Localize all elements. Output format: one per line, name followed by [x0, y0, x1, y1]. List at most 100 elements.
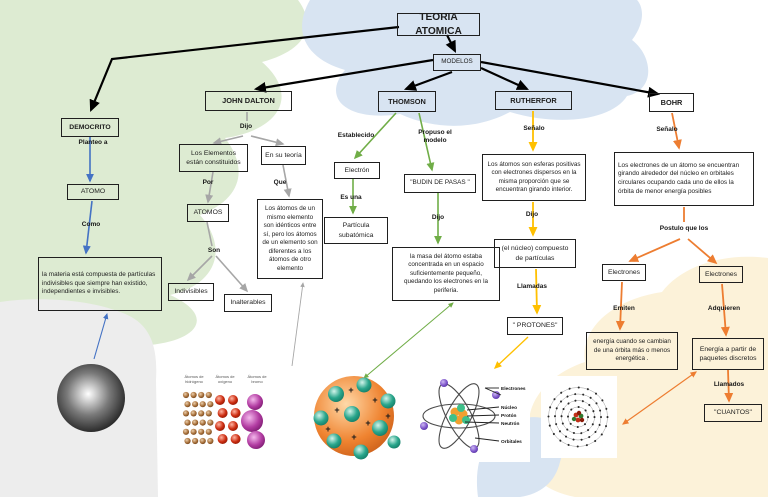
arrow-son-indivisibles [186, 255, 213, 282]
label-establecido: Establecido [337, 132, 375, 139]
arrow-thomsondesc-image [363, 302, 454, 379]
node-atomos: ATOMOS [187, 204, 229, 222]
arrow-protones-image [493, 336, 529, 369]
label-que: Que [273, 179, 287, 186]
label-por: Por [202, 179, 214, 186]
node-electrones-der: Electrones [699, 266, 743, 283]
node-budin-de-pasas: "BUDIN DE PASAS " [404, 174, 476, 193]
node-thomson: THOMSON [378, 91, 436, 112]
svg-text:+: + [385, 411, 390, 421]
node-teoria-atomica: TEORIA ATOMICA [397, 12, 480, 37]
arrow-postulo-electrones-der [687, 238, 718, 265]
label-atomos-oxigeno: Átomos de oxígeno [215, 374, 235, 384]
label-postulo-que-los: Postulo que los [659, 225, 709, 232]
arrow-bohr-desc [671, 112, 682, 150]
label-propuso-modelo: Propuso el modelo [418, 129, 452, 144]
label-son: Son [207, 247, 221, 254]
plus-signs: + + + + + + + [325, 385, 390, 442]
svg-text:+: + [325, 424, 330, 434]
label-atomos-hidrogeno: Átomos de hidrógeno [184, 374, 204, 384]
arrow-nucleo-protones [532, 268, 542, 315]
svg-text:+: + [365, 418, 370, 428]
node-adquieren-desc: Energía a partir de paquetes discretos [692, 338, 764, 370]
node-john-dalton: JOHN DALTON [205, 91, 292, 111]
green-blob [0, 0, 308, 351]
arrow-teoria-desc [282, 164, 292, 198]
node-cuantos: "CUANTOS" [704, 404, 762, 422]
arrow-modelos-bohr [480, 60, 661, 98]
node-democrito-desc: la materia está compuesta de partículas … [38, 257, 162, 311]
node-dalton-desc: Los átomos de un mismo elemento son idén… [257, 199, 323, 279]
node-rutherford-desc: Los átomos son esferas positivas con ele… [482, 154, 586, 201]
label-dijo-rutherford: Dijo [525, 211, 539, 218]
rutherford-atom-image: Electrones Núcleo Protón Neutrón Orbital… [417, 370, 530, 462]
node-en-su-teoria: En su teoría [261, 146, 306, 165]
node-electron: Electrón [334, 162, 380, 179]
bohr-electrons [547, 386, 609, 448]
nucleus-cluster [449, 404, 470, 425]
dalton-atoms-image [178, 372, 272, 450]
node-protones: " PROTONES" [507, 317, 563, 335]
arrow-son-inalterables [215, 255, 249, 293]
label-nucleo: Núcleo [501, 405, 517, 411]
arrow-thomson-electron [353, 112, 397, 160]
label-neutron: Neutrón [501, 421, 519, 427]
label-senalo-bohr: Señalo [656, 126, 678, 133]
svg-text:+: + [351, 432, 356, 442]
label-adquieren: Adquieren [707, 305, 741, 312]
arrow-dalton-teoria [250, 135, 285, 147]
arrow-bohrimage-energia [622, 371, 697, 425]
node-emiten-desc: energía cuando se cambian de una órbita … [586, 332, 678, 370]
label-planteo-a: Planteo a [78, 139, 108, 146]
arrow-modelos-rutherford [480, 66, 530, 91]
label-llamadas: Llamadas [517, 283, 547, 290]
label-senalo-rutherford: Señalo [523, 125, 545, 132]
node-electrones-izq: Electrones [602, 264, 646, 281]
svg-text:+: + [348, 385, 353, 395]
node-rutherford: RUTHERFOR [495, 91, 572, 110]
node-nucleo-particulas: (el núcleo) compuesto de partículas [494, 239, 576, 268]
arrow-emiten [615, 281, 625, 331]
label-atomos-bromo: Átomos de bromo [247, 374, 267, 384]
label-llamados: Llamados [713, 381, 745, 388]
node-democrito: DEMOCRITO [61, 118, 119, 137]
bromine-atoms [241, 394, 265, 449]
label-es-una: Es una [340, 194, 362, 201]
node-modelos: MODELOS [433, 54, 481, 71]
label-electrones: Electrones [501, 386, 526, 392]
arrow-elementos-atomos [205, 171, 214, 204]
arrow-dalton-elementos [212, 135, 244, 146]
bohr-nucleus [571, 410, 585, 423]
label-proton: Protón [501, 413, 517, 419]
label-leader-lines [464, 387, 502, 442]
bohr-atom-image [541, 376, 617, 458]
arrow-thomson-budin [418, 112, 435, 172]
label-dijo-thomson: Dijo [431, 214, 445, 221]
arrow-postulo-electrones-izq [628, 238, 681, 262]
arrow-adquieren [720, 283, 730, 337]
blue-blob [302, 0, 649, 126]
node-inalterables: Inalterables [224, 294, 272, 312]
label-emiten: Emiten [613, 305, 635, 312]
label-como: Como [81, 221, 101, 228]
arrow-dalton-image-desc [291, 282, 305, 367]
arrow-title-modelos [445, 34, 456, 53]
hydrogen-atoms [182, 391, 214, 445]
arrow-modelos-dalton [253, 58, 434, 93]
node-thomson-desc: la masa del átomo estaba concentrada en … [392, 247, 500, 301]
svg-text:+: + [372, 395, 377, 405]
node-bohr: BOHR [649, 93, 694, 112]
node-elementos: Los Elementos están constituidos [179, 144, 248, 172]
arrow-atomos-stem [206, 221, 213, 247]
label-dijo-dalton: Dijo [239, 123, 253, 130]
embedded-electrons [313, 377, 401, 460]
thomson-pudding-image: + + + + + + + [313, 376, 401, 460]
arrow-atomo-desc [82, 200, 93, 255]
node-bohr-desc: Los electrones de un átomo se encuentran… [614, 152, 754, 206]
node-indivisibles: Indivisibles [168, 283, 214, 301]
label-orbitales: Orbitales [501, 439, 522, 445]
svg-text:+: + [334, 405, 339, 415]
arrow-sphere-desc [93, 312, 109, 360]
arrow-modelos-thomson [403, 70, 453, 91]
